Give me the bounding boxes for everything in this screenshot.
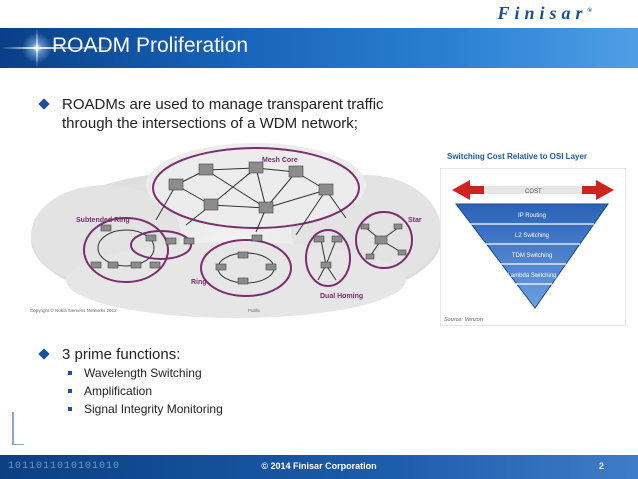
flare-ray-vertical: [36, 28, 38, 68]
footer-binary-decoration: 1011011010101010: [8, 461, 121, 472]
dual-homing-boundary: [305, 229, 351, 287]
bullet-prime-functions: 3 prime functions:: [62, 346, 181, 363]
layer-tdm-switching: TDM Switching: [512, 253, 552, 259]
arrow-left-icon: [452, 180, 470, 200]
bullet-roadm-description: ROADMs are used to manage transparent tr…: [62, 96, 384, 132]
label-mesh-core: Mesh Core: [262, 157, 298, 164]
arrow-right-icon: [596, 180, 614, 200]
star-boundary: [355, 211, 413, 269]
dual-homing-nodes: [313, 235, 343, 269]
slide-title: ROADM Proliferation: [52, 34, 249, 57]
layer-ip-routing: IP Routing: [518, 213, 546, 219]
pyramid-dividers: [470, 223, 594, 285]
subtended-ring-inner: [130, 230, 192, 260]
function-wavelength-switching: Wavelength Switching: [84, 366, 202, 380]
page-number: 2: [598, 461, 604, 471]
cost-label: COST: [525, 189, 542, 195]
diagram-copyright: Copyright © Nokia Siemens Networks 2012: [30, 307, 117, 313]
footer-copyright: © 2014 Finisar Corporation: [261, 461, 377, 471]
side-bracket-decoration: [12, 412, 24, 445]
cost-arrows: [452, 180, 614, 200]
subtended-ring-boundary: [83, 217, 169, 283]
ring-boundary: [200, 239, 292, 297]
diagram-public: Public: [248, 308, 261, 313]
cost-pyramid-chart: COST IP Routing L2 Switching TDM Switchi…: [440, 168, 626, 326]
sub-bullet-square-icon: [68, 371, 72, 375]
function-signal-integrity-monitoring: Signal Integrity Monitoring: [84, 402, 223, 416]
star-nodes: [360, 223, 407, 260]
label-subtended-ring: Subtended Ring: [76, 217, 130, 224]
title-bar: ROADM Proliferation: [0, 28, 638, 68]
layer-l2-switching: L2 Switching: [515, 233, 549, 239]
layer-lambda-switching: Lambda Switching: [507, 273, 556, 279]
label-ring: Ring: [191, 279, 207, 286]
flare-ray-horizontal: [0, 47, 120, 49]
cost-chart-caption: Switching Cost Relative to OSI Layer: [447, 152, 588, 161]
mesh-nodes: [168, 161, 334, 214]
footer-bar: 1011011010101010 © 2014 Finisar Corporat…: [0, 455, 638, 479]
mesh-core-boundary: [152, 147, 360, 229]
bullet-diamond-icon: [38, 348, 50, 360]
label-star: Star: [408, 217, 422, 224]
function-amplification: Amplification: [84, 384, 153, 398]
cost-chart-source: Source: Verizon: [444, 317, 483, 323]
sub-bullet-square-icon: [68, 407, 72, 411]
label-dual-homing: Dual Homing: [320, 293, 363, 300]
sub-bullet-square-icon: [68, 389, 72, 393]
finisar-logo: Finisar®: [497, 3, 592, 23]
network-diagram: Mesh Core Subtended Ring Ring Star Dual …: [30, 143, 441, 318]
ring-nodes: [215, 234, 277, 285]
subtended-ring-nodes: [90, 224, 195, 269]
cost-pyramid: [454, 203, 609, 309]
bullet-diamond-icon: [38, 98, 50, 110]
